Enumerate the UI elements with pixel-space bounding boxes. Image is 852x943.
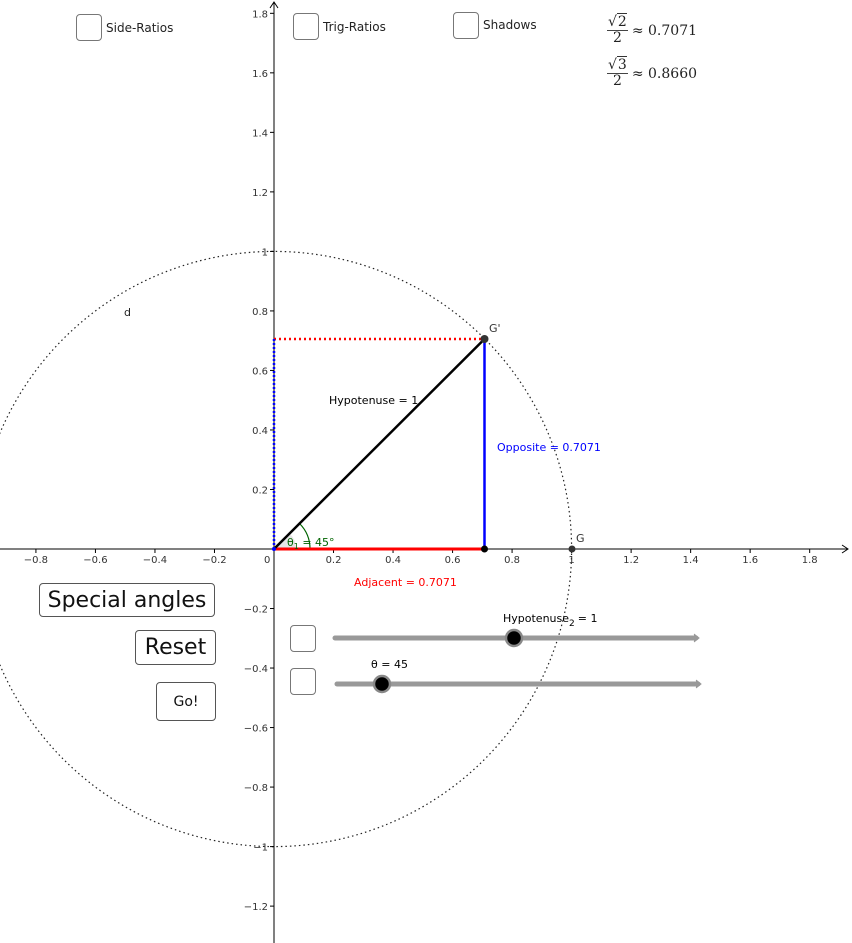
trig-ratios-checkbox-box[interactable]	[293, 13, 319, 40]
point-g[interactable]	[568, 545, 576, 553]
x-tick-label: 0.2	[326, 555, 342, 566]
x-tick-label: 1.4	[683, 555, 699, 566]
x-tick-label: 0.6	[445, 555, 461, 566]
y-tick-label: −0.2	[244, 605, 268, 616]
point-origin	[272, 547, 276, 551]
y-tick-label: −1	[253, 843, 268, 854]
y-tick-label: 0.4	[252, 426, 268, 437]
angle-arc	[299, 523, 311, 550]
theta-slider-label: θ = 45	[371, 658, 408, 671]
hypotenuse-label: Hypotenuse = 1	[329, 394, 418, 407]
y-tick-label: 0.2	[252, 485, 268, 496]
y-tick-label: 1.6	[252, 69, 268, 80]
hypotenuse-slider-arrow-icon	[693, 633, 700, 643]
side-ratios-checkbox[interactable]: Side-Ratios	[76, 14, 173, 41]
x-tick-label: −0.8	[24, 555, 48, 566]
point-foot[interactable]	[481, 545, 488, 553]
y-tick-label: −0.4	[244, 664, 268, 675]
circle-name-label: d	[124, 306, 131, 319]
hypotenuse-slider-handle[interactable]	[504, 628, 524, 648]
x-tick-label: 0	[264, 555, 270, 566]
hypotenuse-slider-checkbox[interactable]	[290, 625, 316, 652]
theta-slider-checkbox[interactable]	[290, 668, 316, 695]
y-tick-label: −1.2	[244, 902, 268, 913]
shadows-checkbox[interactable]: Shadows	[453, 12, 537, 39]
trig-ratios-checkbox[interactable]: Trig-Ratios	[293, 13, 386, 40]
y-ticks: 0.2 0.4 0.6 0.8 1 1.2 1.4 1.6 1.8 −0.2 −0.4 −0.6 −0.…	[244, 9, 274, 913]
x-axis-arrow-icon	[841, 544, 849, 554]
special-angles-button[interactable]: Special angles	[39, 583, 215, 617]
shadows-checkbox-box[interactable]	[453, 12, 479, 39]
y-tick-label: 1.4	[252, 128, 268, 139]
y-tick-label: 1.2	[252, 188, 268, 199]
x-tick-label: 0.4	[385, 555, 401, 566]
x-tick-label: 1	[568, 555, 574, 566]
point-g-prime[interactable]	[480, 335, 489, 343]
y-tick-label: −0.6	[244, 724, 268, 735]
y-tick-label: 0.8	[252, 307, 268, 318]
opposite-label: Opposite = 0.7071	[497, 441, 601, 454]
sqrt2-approx: ≈ 0.7071	[631, 22, 698, 39]
angle-label: θ1 = 45°	[287, 536, 335, 551]
theta-slider-arrow-icon	[695, 679, 702, 689]
side-ratios-label: Side-Ratios	[106, 20, 174, 35]
x-tick-label: −0.6	[83, 555, 107, 566]
y-axis-arrow-icon	[269, 1, 279, 9]
x-tick-label: 1.8	[802, 555, 818, 566]
theta-slider-handle[interactable]	[372, 674, 392, 694]
x-tick-label: 0.8	[504, 555, 520, 566]
point-g-prime-label: G'	[489, 322, 501, 335]
x-tick-label: −0.2	[202, 555, 226, 566]
reset-button[interactable]: Reset	[135, 630, 216, 665]
point-g-label: G	[576, 532, 585, 545]
trig-ratios-label: Trig-Ratios	[323, 19, 386, 34]
hypotenuse-segment	[273, 338, 486, 550]
y-tick-label: 1	[262, 247, 268, 258]
y-tick-label: −0.8	[244, 783, 268, 794]
x-tick-label: 1.6	[742, 555, 758, 566]
sqrt3-approx: ≈ 0.8660	[631, 65, 698, 82]
side-ratios-checkbox-box[interactable]	[76, 14, 102, 41]
y-tick-label: 1.8	[252, 9, 268, 20]
go-button[interactable]: Go!	[156, 682, 216, 721]
hypotenuse-slider-label: Hypotenuse2= 1	[503, 612, 597, 629]
x-tick-label: 1.2	[623, 555, 639, 566]
x-tick-label: −0.4	[143, 555, 167, 566]
shadows-label: Shadows	[483, 18, 537, 32]
y-tick-label: 0.6	[252, 366, 268, 377]
x-ticks: −0.8 −0.6 −0.4 −0.2 0 0.2 0.4 0.6 0.8 1 1.2 1.4 1.6 1…	[24, 549, 818, 566]
adjacent-label: Adjacent = 0.7071	[354, 576, 457, 589]
